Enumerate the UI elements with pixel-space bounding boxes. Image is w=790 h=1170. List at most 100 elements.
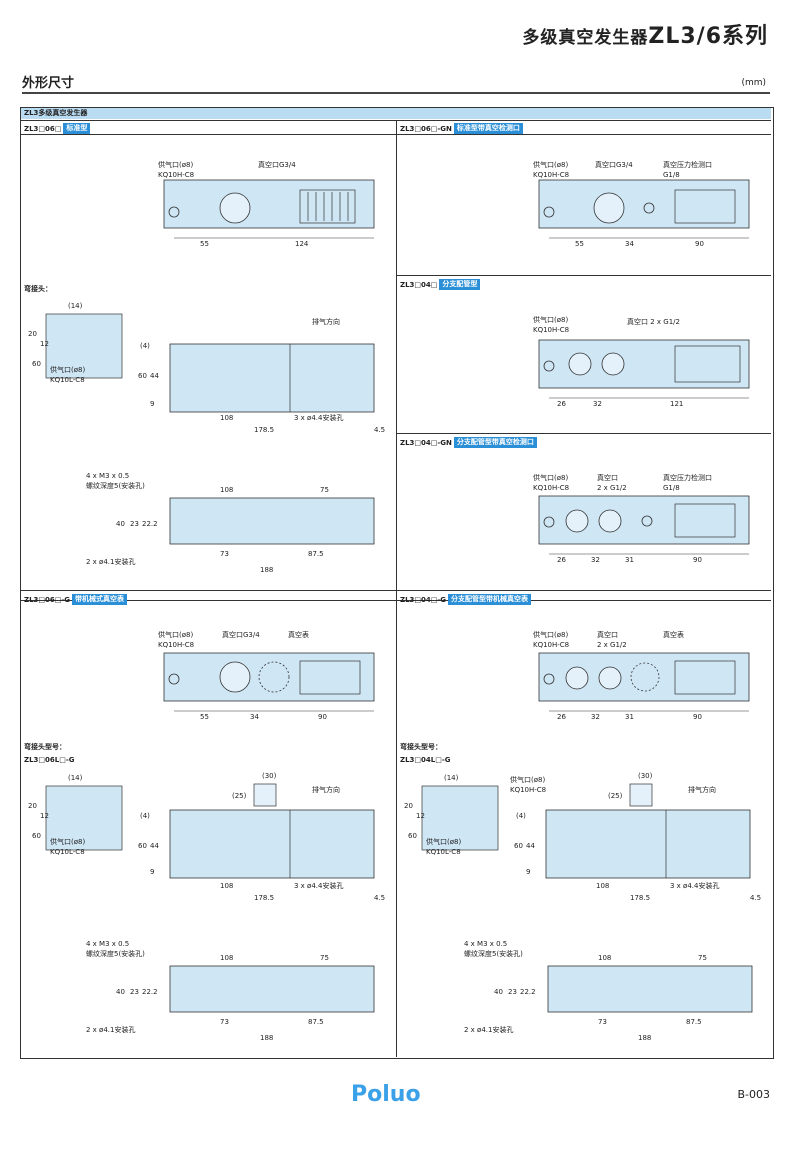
vac-label: 真空口 (597, 473, 618, 482)
dim-26: 26 (557, 713, 566, 721)
dim-90: 90 (318, 713, 327, 721)
dim-40: 40 (116, 988, 125, 996)
p2-top-view: 供气口(ø8) KQ10H-C8 真空口G3/4 真空压力检测口 G1/8 55… (533, 160, 750, 248)
supply-label: 供气口(ø8) (533, 160, 568, 169)
fitting-label: KQ10H-C8 (533, 641, 569, 649)
elbow-model-l: ZL3□06L□-G (24, 756, 75, 764)
elbow-dim-60: 60 (32, 360, 41, 368)
dim-87-5: 87.5 (686, 1018, 702, 1026)
dim-4: (4) (140, 342, 150, 350)
gauge-icon (253, 783, 277, 807)
panel-code: ZL3□06□-GN (400, 124, 452, 133)
dim-9: 9 (150, 400, 154, 408)
bottom-view-lower-right: 4 x M3 x 0.5 螺纹深度5(安装孔) 108 75 40 23 22.… (464, 940, 753, 1042)
dim-9: 9 (150, 868, 154, 876)
dim-25: (25) (608, 792, 623, 800)
dim-188: 188 (260, 1034, 273, 1042)
dim-188: 188 (260, 566, 273, 574)
dim-87-5: 87.5 (308, 1018, 324, 1026)
panel-tag: 分支配管型带机械真空表 (448, 594, 532, 605)
dim-178-5: 178.5 (630, 894, 650, 902)
fitting-label: KQ10H-C8 (533, 484, 569, 492)
vac-label: 真空口 (597, 630, 618, 639)
supply-port-icon (543, 360, 555, 372)
exhaust-label: 排气方向 (312, 785, 340, 794)
dim-75: 75 (320, 486, 329, 494)
bottom-view-lower-left: 4 x M3 x 0.5 螺纹深度5(安装孔) 108 75 40 23 22.… (86, 940, 375, 1042)
vac-size: 2 x G1/2 (597, 484, 627, 492)
center-divider (396, 120, 397, 1057)
elbow-dim-14: (14) (68, 774, 83, 782)
panel-header-p1: ZL3□06□标准型 (24, 123, 91, 134)
dim-32: 32 (591, 713, 600, 721)
gauge-icon (629, 783, 653, 807)
dim-90: 90 (693, 713, 702, 721)
divider-r2 (397, 433, 771, 434)
dim-25: (25) (232, 792, 247, 800)
dim-4-5: 4.5 (374, 894, 385, 902)
dim-4: (4) (140, 812, 150, 820)
bottom-body (169, 497, 375, 545)
panel-tag: 标准型带真空检测口 (453, 123, 523, 134)
side-supply: 供气口(ø8) (510, 775, 545, 784)
supply-port-icon (543, 206, 555, 218)
fitting-label: KQ10H-C8 (158, 171, 194, 179)
dim-55: 55 (200, 240, 209, 248)
drawing-frame (20, 107, 774, 1059)
divider-l3 (21, 600, 396, 601)
dim-55: 55 (200, 713, 209, 721)
dim-23: 23 (130, 520, 139, 528)
dim-90: 90 (695, 240, 704, 248)
panel-tag: 带机械式真空表 (72, 594, 128, 605)
dim-31: 31 (625, 556, 634, 564)
thread-label: 4 x M3 x 0.5 (86, 472, 129, 480)
gauge-icon (630, 662, 660, 692)
panel-code: ZL3□06□ (24, 124, 62, 133)
exhaust-label: 排气方向 (312, 317, 340, 326)
elbow-fitting: KQ10L-C8 (50, 848, 85, 856)
dim-4-5: 4.5 (750, 894, 761, 902)
elbow-fitting: KQ10L-C8 (426, 848, 461, 856)
fitting-label: KQ10H-C8 (158, 641, 194, 649)
elbow-supply: 供气口(ø8) (50, 837, 85, 846)
elbow-model-r: ZL3□04L□-G (400, 756, 451, 764)
dim-4: (4) (516, 812, 526, 820)
elbow-supply: 供气口(ø8) (426, 837, 461, 846)
dim-4-5: 4.5 (374, 426, 385, 434)
dim-108: 108 (596, 882, 609, 890)
p1-top-view: 供气口(ø8) KQ10H-C8 真空口G3/4 55 124 (158, 160, 375, 248)
gauge-icon (258, 661, 290, 693)
mount-holes: 3 x ø4.4安装孔 (294, 881, 343, 890)
silencer-grill-icon (299, 189, 356, 224)
bottom-holes: 2 x ø4.1安装孔 (86, 557, 135, 566)
side-body (169, 343, 375, 413)
supply-port-icon (168, 206, 180, 218)
dim-34: 34 (625, 240, 634, 248)
dim-23: 23 (508, 988, 517, 996)
bottom-holes: 2 x ø4.1安装孔 (464, 1025, 513, 1034)
dim-108: 108 (220, 414, 233, 422)
dim-108: 108 (220, 954, 233, 962)
dim-90: 90 (693, 556, 702, 564)
dim-108: 108 (598, 954, 611, 962)
elbow-dim-14: (14) (68, 302, 83, 310)
gauge-label: 真空表 (288, 630, 309, 639)
divider-mid (21, 590, 771, 591)
dim-121: 121 (670, 400, 683, 408)
dim-87-5: 87.5 (308, 550, 324, 558)
dim-40: 40 (116, 520, 125, 528)
supply-label: 供气口(ø8) (158, 630, 193, 639)
dim-178-5: 178.5 (254, 894, 274, 902)
sense-port-icon (643, 202, 655, 214)
dim-30: (30) (638, 772, 653, 780)
header-rule (22, 92, 770, 94)
dim-60: 60 (138, 842, 147, 850)
dim-22-2: 22.2 (520, 988, 536, 996)
elbow-dim-20: 20 (404, 802, 413, 810)
dim-73: 73 (220, 1018, 229, 1026)
panel-code: ZL3□06□-G (24, 595, 71, 604)
divider-r1 (397, 275, 771, 276)
dim-44: 44 (526, 842, 535, 850)
